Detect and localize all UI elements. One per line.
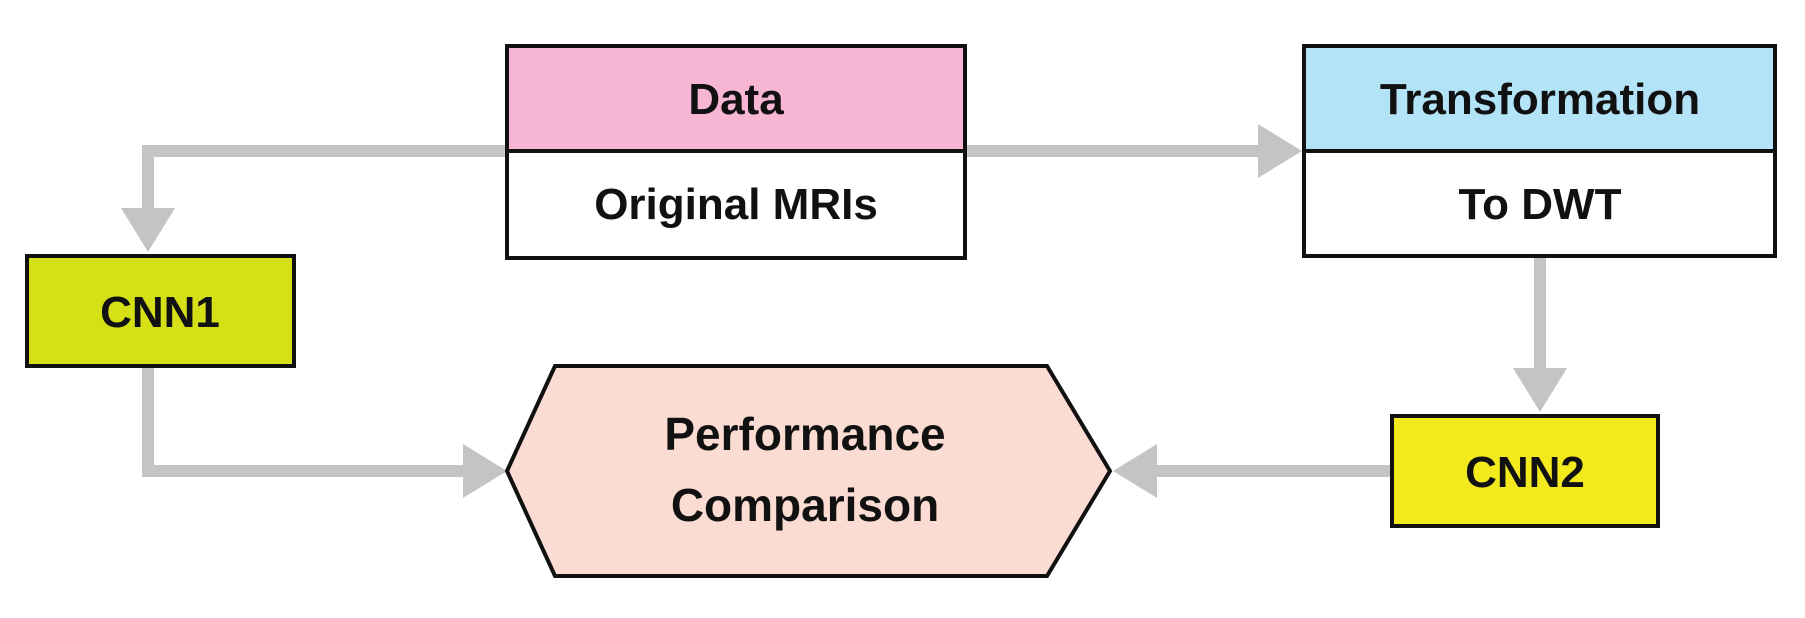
arrowhead-down-cnn1	[121, 208, 175, 252]
transformation-body-box	[1302, 149, 1777, 258]
cnn2-node: CNN2	[1390, 414, 1660, 528]
performance-label-line1: Performance	[664, 408, 945, 460]
performance-label-line2: Comparison	[671, 479, 939, 531]
cnn2-label: CNN2	[1465, 448, 1585, 497]
connectors	[121, 124, 1567, 498]
cnn1-node: CNN1	[25, 254, 296, 368]
performance-node: Performance Comparison	[504, 364, 1113, 578]
transformation-header-label: Transformation	[1380, 75, 1700, 124]
data-body-label: Original MRIs	[594, 180, 878, 229]
cnn2-box	[1390, 414, 1660, 528]
data-header-box	[505, 44, 967, 153]
connector-data-to-cnn1	[142, 145, 505, 215]
arrowhead-right-performance	[463, 444, 507, 498]
data-body-box	[505, 149, 967, 260]
cnn1-box	[25, 254, 296, 368]
data-header-label: Data	[688, 75, 784, 124]
cnn1-label: CNN1	[100, 288, 220, 337]
connector-cnn1-to-performance	[142, 366, 472, 477]
arrowhead-down-cnn2	[1513, 368, 1567, 412]
transformation-body-label: To DWT	[1459, 180, 1622, 229]
transformation-node: Transformation To DWT	[1302, 44, 1777, 258]
arrowhead-right-transformation	[1258, 124, 1302, 178]
performance-hexagon	[504, 364, 1113, 578]
data-node: Data Original MRIs	[505, 44, 967, 260]
arrowhead-left-performance	[1113, 444, 1157, 498]
